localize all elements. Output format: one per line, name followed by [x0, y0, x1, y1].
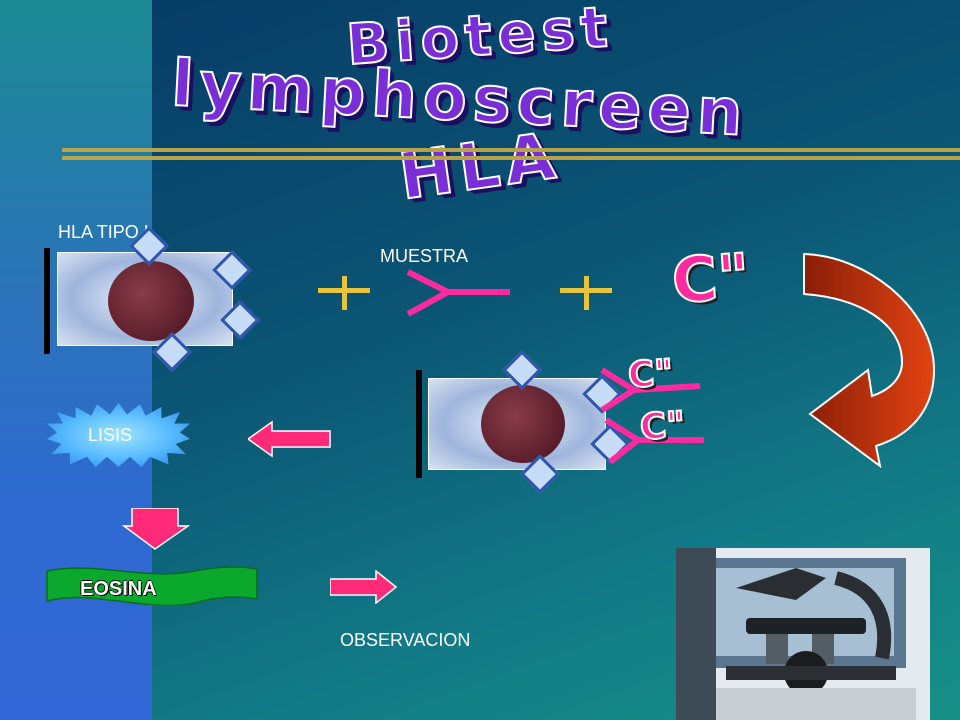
cell-membrane-2: [416, 370, 422, 478]
lymphocyte-image-2: [428, 378, 606, 470]
title-rule-bottom: [62, 156, 960, 160]
bound-antibody-icons: [600, 367, 704, 465]
cell-membrane-1: [44, 248, 50, 354]
muestra-label: MUESTRA: [380, 246, 469, 266]
right-arrow-icon: [330, 570, 398, 604]
complement-label-large: C": [669, 238, 754, 318]
microscope-image: [676, 548, 930, 720]
observacion-label: OBSERVACION: [340, 630, 471, 650]
left-arrow-icon: [248, 420, 331, 458]
curved-arrow-icon: [803, 252, 936, 468]
title-rule-top: [62, 148, 960, 152]
plus-icon: [318, 276, 370, 310]
eosina-banner: [46, 566, 258, 605]
hla-tipo-label: HLA TIPO I: [58, 222, 149, 242]
complement-label-small-top: C": [626, 351, 676, 397]
complement-label-small-bottom: C": [638, 403, 688, 449]
down-arrow-icon: [122, 508, 190, 550]
antibody-y-icon: [406, 269, 510, 317]
lisis-label: LISIS: [88, 425, 133, 445]
eosina-label: EOSINA: [80, 578, 157, 600]
lymphocyte-image-1: [57, 252, 233, 346]
plus-icon: [560, 276, 612, 310]
